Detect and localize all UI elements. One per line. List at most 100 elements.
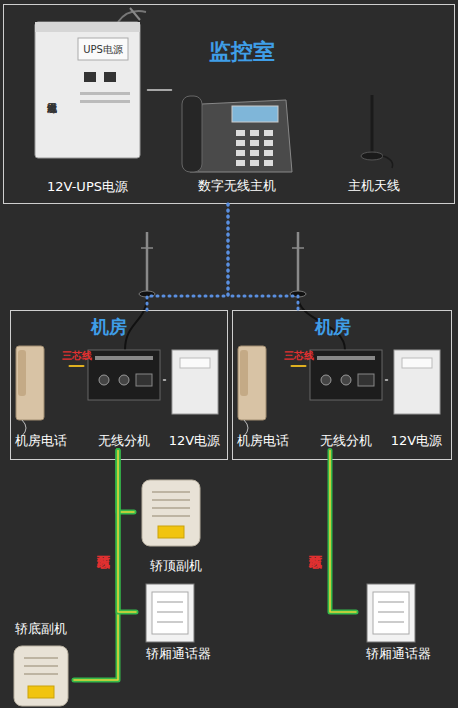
- cable: [118, 11, 146, 22]
- host-antenna-illustration: [361, 95, 393, 168]
- grille: [24, 665, 58, 667]
- wireless-link: [147, 204, 228, 310]
- antenna-cable: [125, 296, 147, 350]
- connector-line: [147, 204, 228, 310]
- intercom-body: [146, 584, 194, 642]
- antenna-rod: [371, 95, 374, 152]
- device-caption: 轿厢通话器: [356, 647, 440, 662]
- device-node: 轿厢通话器: [356, 578, 440, 664]
- connector-line: [148, 89, 172, 91]
- car-intercom-illustration: [146, 584, 194, 642]
- connector-line: [228, 204, 298, 310]
- room-heading: 机房: [91, 317, 127, 338]
- device-caption: 轿厢通话器: [136, 647, 220, 662]
- antenna-base: [361, 152, 383, 160]
- device-node: 无线分机: [84, 343, 164, 451]
- grille: [24, 673, 58, 675]
- grille: [152, 499, 190, 501]
- intercom-line: [157, 602, 183, 603]
- device-caption: 无线分机: [306, 434, 386, 449]
- room-frame: 机房机房电话无线分机12V电源: [10, 310, 228, 460]
- car-bottom-unit-illustration: [14, 646, 68, 706]
- key: [250, 160, 259, 166]
- connector: [70, 366, 84, 367]
- power-body: [172, 350, 218, 414]
- two-core-wire: [74, 451, 118, 681]
- car-intercom-illustration: [367, 584, 415, 642]
- connector-line: [118, 451, 134, 513]
- power-label: [180, 358, 210, 368]
- extension-port: [136, 374, 152, 386]
- connector-line: [70, 365, 84, 367]
- unit-body: [14, 646, 68, 706]
- device-node: 数字无线主机: [172, 88, 302, 196]
- device-caption: 机房电话: [234, 434, 292, 449]
- intercom-line: [378, 622, 404, 623]
- device-caption: 无线分机: [84, 434, 164, 449]
- ups-top: [35, 22, 140, 32]
- ups-illustration: [35, 8, 146, 158]
- call-button: [158, 526, 184, 538]
- extension-body: [88, 350, 160, 400]
- connector-line: [292, 365, 306, 367]
- extension-knob: [119, 375, 129, 385]
- wireless-extension-illustration: [310, 350, 382, 400]
- connector-line: [74, 451, 118, 681]
- device-marking: UPS电源: [83, 44, 123, 55]
- intercom-panel: [152, 592, 188, 634]
- key: [236, 130, 245, 136]
- ups-panel: [78, 38, 128, 60]
- extension-strip: [317, 356, 375, 360]
- ups-switch: [84, 72, 96, 82]
- antenna-bar: [292, 247, 304, 249]
- key: [250, 140, 259, 146]
- car-top-unit-illustration: [142, 480, 200, 546]
- grille: [152, 507, 190, 509]
- antenna-bar: [141, 247, 153, 249]
- connector-line: [386, 379, 388, 381]
- device-node: 轿顶副机: [134, 476, 218, 576]
- room-antenna-illustration: [125, 232, 345, 350]
- key: [264, 140, 273, 146]
- room-phone-illustration: [238, 346, 266, 436]
- power-supply-illustration: [172, 350, 218, 414]
- power-label: [402, 358, 432, 368]
- ups-body: [35, 22, 140, 158]
- phone-screen: [232, 106, 278, 122]
- device-node: 无线分机: [306, 343, 386, 451]
- device-caption: 轿底副机: [8, 622, 74, 637]
- connector: [164, 380, 166, 381]
- antenna-cable: [383, 156, 393, 168]
- device-node: 机房电话: [12, 343, 70, 451]
- wire-label: 三芯线: [284, 351, 314, 362]
- intercom-body: [367, 584, 415, 642]
- room-heading: 监控室: [209, 39, 275, 64]
- connector-line: [74, 451, 118, 681]
- extension-knob: [321, 375, 331, 385]
- extension-body: [310, 350, 382, 400]
- device-node: 主机天线: [336, 90, 412, 196]
- connector-line: [118, 451, 136, 613]
- phone-body: [238, 346, 266, 420]
- power-supply-illustration: [394, 350, 440, 414]
- intercom-line: [378, 602, 404, 603]
- phone-keypad: [236, 130, 273, 166]
- connector: [386, 380, 388, 381]
- room-phone-illustration: [16, 346, 44, 436]
- connector: [148, 90, 172, 91]
- ups-stripe: [80, 92, 130, 95]
- antenna-rod: [146, 232, 149, 292]
- key: [236, 160, 245, 166]
- small-antenna: [130, 8, 140, 20]
- extension-port: [358, 374, 374, 386]
- device-node: 机房电话: [234, 343, 292, 451]
- two-core-wire: [118, 451, 134, 513]
- connector-line: [164, 379, 166, 381]
- device-caption: 数字无线主机: [172, 179, 302, 194]
- phone-body: [16, 346, 44, 420]
- extension-knob: [341, 375, 351, 385]
- connector: [292, 366, 306, 367]
- room-heading: 机房: [315, 317, 351, 338]
- power-body: [394, 350, 440, 414]
- ups-stripe: [80, 100, 130, 103]
